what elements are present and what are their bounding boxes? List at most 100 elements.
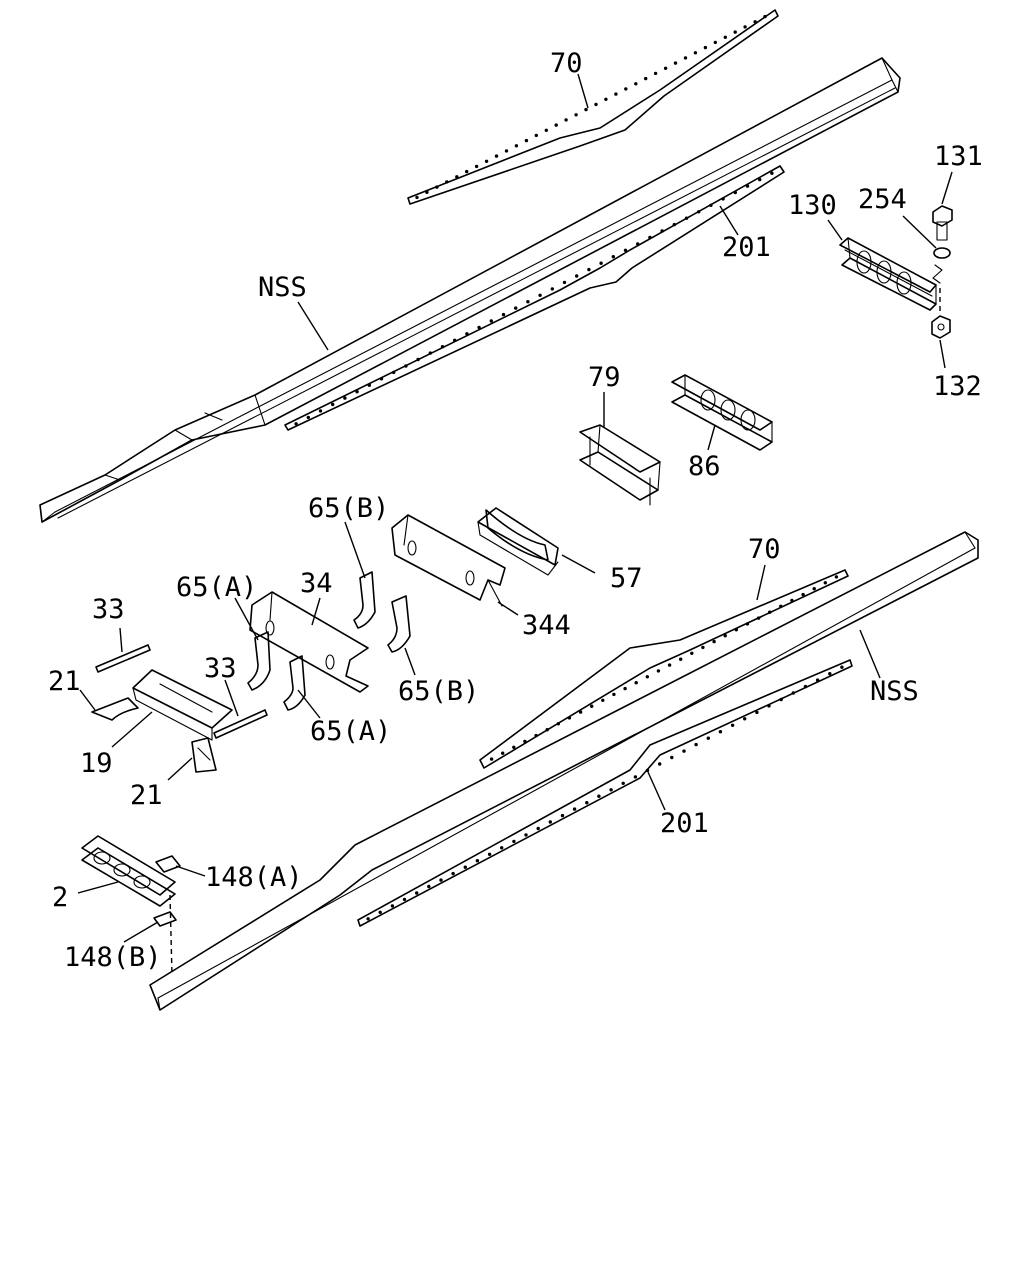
rivet-hole xyxy=(756,616,761,620)
rivet-hole xyxy=(763,14,767,19)
nut-132 xyxy=(931,288,951,339)
rivet-hole xyxy=(823,581,827,585)
washer-254 xyxy=(932,247,951,284)
rivet-hole xyxy=(415,891,419,895)
rivet-hole xyxy=(524,833,528,837)
label-344: 344 xyxy=(522,610,571,641)
rivet-hole xyxy=(560,813,565,818)
rivet-hole xyxy=(672,222,676,227)
rivet-hole xyxy=(599,261,603,265)
label-65b: 65(B) xyxy=(308,493,389,524)
rivet-hole xyxy=(712,639,716,644)
rivet-hole xyxy=(556,722,560,726)
crossmember-86 xyxy=(671,374,773,451)
rivet-hole xyxy=(734,628,738,632)
rivet-hole xyxy=(379,377,384,381)
rivet-hole xyxy=(514,144,519,148)
rivet-hole xyxy=(477,325,481,330)
label-65a: 65(A) xyxy=(310,716,391,747)
rivet-hole xyxy=(512,745,516,749)
plate-148a xyxy=(155,855,181,873)
rivet-hole xyxy=(743,25,747,29)
rivet-hole xyxy=(590,704,594,708)
rivet-hole xyxy=(512,839,516,844)
plate-33-1 xyxy=(95,644,151,673)
rivet-hole xyxy=(667,663,672,667)
label-70: 70 xyxy=(550,48,583,79)
rivet-hole xyxy=(562,280,567,285)
rivet-hole xyxy=(538,293,542,297)
rivet-hole xyxy=(451,871,455,876)
rivet-hole xyxy=(554,123,558,127)
rivet-hole xyxy=(367,383,371,387)
label-nss: NSS xyxy=(258,272,307,303)
gusset-21-2 xyxy=(191,737,217,773)
label-201: 201 xyxy=(660,808,709,839)
rivet-hole xyxy=(660,229,664,233)
rivet-hole xyxy=(318,409,323,413)
rivet-hole xyxy=(474,164,479,169)
rivet-hole xyxy=(427,884,431,889)
rivet-hole xyxy=(435,185,439,189)
rivet-hole xyxy=(500,846,504,850)
rivet-hole xyxy=(306,415,310,420)
label-65a: 65(A) xyxy=(176,572,257,603)
rivet-hole xyxy=(743,717,747,721)
label-132: 132 xyxy=(933,371,982,402)
crossmember-2 xyxy=(81,835,176,907)
rivet-hole xyxy=(840,665,844,669)
rivet-hole xyxy=(834,575,839,579)
label-33: 33 xyxy=(92,594,125,625)
leader-lines xyxy=(77,73,953,943)
rivet-hole xyxy=(604,97,608,102)
rivet-hole xyxy=(378,910,382,914)
label-34: 34 xyxy=(300,568,333,599)
rivet-hole xyxy=(721,197,725,201)
bracket-65a-1 xyxy=(247,631,271,691)
rivet-hole xyxy=(526,300,530,304)
label-148a: 148(A) xyxy=(205,862,303,893)
rivet-hole xyxy=(578,710,583,714)
rivet-hole xyxy=(355,390,359,394)
rivet-hole xyxy=(489,319,493,323)
liner-201-upper xyxy=(284,165,785,431)
rivet-hole xyxy=(404,364,408,368)
rivet-hole xyxy=(601,698,605,702)
label-148b: 148(B) xyxy=(64,942,162,973)
rivet-hole xyxy=(587,267,591,272)
rivet-hole xyxy=(487,852,492,856)
label-86: 86 xyxy=(688,451,721,482)
bolt-131 xyxy=(932,205,953,241)
rivet-hole xyxy=(584,107,588,112)
label-21: 21 xyxy=(130,780,163,811)
label-nss: NSS xyxy=(870,676,919,707)
rivet-hole xyxy=(623,248,628,252)
crossmember-344 xyxy=(391,514,506,607)
rivet-hole xyxy=(645,675,649,679)
crossmember-57 xyxy=(477,507,559,576)
part-labels: 70 131 254 130 201 NSS 132 79 86 65(B) 6… xyxy=(48,48,983,973)
bracket-65b-2 xyxy=(387,595,411,653)
rivet-hole xyxy=(694,742,698,747)
rivet-hole xyxy=(663,66,668,71)
rivet-hole xyxy=(790,598,794,603)
rivet-hole xyxy=(567,716,572,720)
rivet-hole xyxy=(484,159,489,163)
rivet-hole xyxy=(439,878,443,882)
rivet-hole xyxy=(758,177,762,182)
frame-rail-upper xyxy=(39,57,901,523)
rivet-hole xyxy=(656,669,661,673)
rivet-hole xyxy=(815,678,820,682)
rivet-hole xyxy=(534,733,538,738)
rivet-hole xyxy=(733,190,737,195)
bracket-130 xyxy=(839,237,937,311)
rivet-hole xyxy=(658,762,662,766)
label-65b: 65(B) xyxy=(398,676,479,707)
label-19: 19 xyxy=(80,748,113,779)
rivet-hole xyxy=(609,788,613,792)
rivet-hole xyxy=(767,704,771,708)
bracket-65b-1 xyxy=(353,571,376,629)
rivet-hole xyxy=(463,865,467,869)
rivet-hole xyxy=(706,736,710,740)
